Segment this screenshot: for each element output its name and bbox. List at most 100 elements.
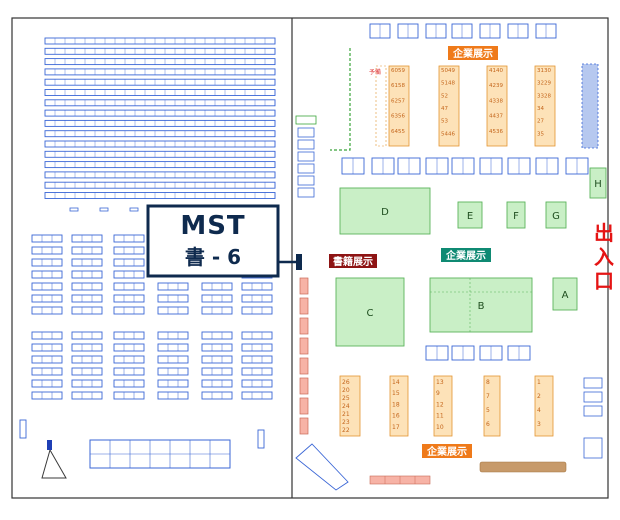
seat-block (31, 234, 63, 243)
book-booth (299, 317, 309, 335)
seat-block (31, 379, 63, 388)
exit-entrance-label: 出 入 口 (594, 221, 614, 293)
zone-c-area (335, 277, 405, 347)
seat-block (71, 331, 103, 340)
zone-a: A (552, 277, 578, 311)
seat-block (31, 294, 63, 303)
booth-number: 20 (342, 387, 350, 394)
seat-block (71, 379, 103, 388)
partition-line (330, 48, 351, 151)
zone-d-area (339, 187, 431, 235)
book-booth (299, 397, 309, 415)
booth-number: 3229 (537, 81, 551, 87)
book-booth (299, 277, 309, 295)
side-seat (583, 391, 603, 403)
seat-block (241, 294, 273, 303)
seat-block (241, 306, 273, 315)
partition-marker (295, 115, 317, 125)
seat-block (241, 391, 273, 400)
book-booth (299, 337, 309, 355)
seat-block (241, 367, 273, 376)
seat-block (31, 258, 63, 267)
booth-number: 4140 (489, 68, 503, 74)
book-booth (299, 417, 309, 435)
seat-block (201, 355, 233, 364)
booth-number: 23 (342, 419, 350, 426)
seat-block (157, 331, 189, 340)
zone-a-area (552, 277, 578, 311)
booth-column-frame (433, 375, 453, 437)
seat-marker (69, 207, 79, 212)
side-booth (297, 151, 315, 162)
booth-number: 9 (436, 390, 440, 397)
booth-number: 35 (537, 131, 544, 137)
seat-block (157, 343, 189, 352)
seat-block (241, 379, 273, 388)
seat-block (113, 306, 145, 315)
booth-column-frame (534, 375, 554, 437)
seat-block (113, 294, 145, 303)
side-seat (19, 419, 27, 439)
seat-block (157, 306, 189, 315)
zone-f-label: F (513, 211, 519, 222)
seat-block (71, 343, 103, 352)
corporate-exhibit-label-middle: 企業展示 (441, 248, 491, 262)
seat-block (157, 282, 189, 291)
booth-number: 3 (537, 421, 541, 428)
booth-column-frame (483, 375, 501, 437)
seat-block (157, 391, 189, 400)
seat-block (71, 246, 103, 255)
booth-number: 34 (537, 106, 544, 112)
side-seat (583, 377, 603, 389)
seat-block (113, 234, 145, 243)
seat-block (113, 391, 145, 400)
booth-number: 17 (392, 424, 400, 431)
side-seat (583, 437, 603, 459)
booth-number: 16 (392, 413, 400, 420)
side-booth (297, 127, 315, 138)
seat-block (157, 294, 189, 303)
mst-callout[interactable]: MST 書 - 6 (146, 204, 302, 278)
exit-char-3: 口 (594, 269, 614, 293)
zone-g-label: G (552, 211, 560, 222)
seat-block (201, 391, 233, 400)
corporate-exhibit-bottom-text: 企業展示 (426, 445, 467, 458)
seat-block (31, 355, 63, 364)
zone-h-area (589, 167, 607, 199)
booth-number: 18 (392, 401, 400, 408)
map-border (11, 17, 609, 499)
booth-column-frame (486, 65, 508, 147)
zone-d-label: D (381, 207, 389, 218)
booth-number: 5 (486, 407, 490, 414)
side-booth (297, 139, 315, 150)
booth-number: 10 (436, 424, 444, 431)
seat-block (71, 270, 103, 279)
booth-number: 6455 (391, 129, 405, 135)
seat-block (201, 306, 233, 315)
zone-b: B (429, 277, 533, 333)
seat-marker (99, 207, 109, 212)
booth-number: 3328 (537, 93, 551, 99)
mst-logo: MST (180, 211, 245, 241)
seat-block (71, 306, 103, 315)
seat-block (113, 331, 145, 340)
seat-block (201, 282, 233, 291)
booth-number: 6257 (391, 98, 405, 104)
booth-column-frame (388, 65, 410, 147)
callout-target-marker (296, 254, 302, 270)
booth-number: 6356 (391, 114, 405, 120)
booth-number: 21 (342, 411, 350, 418)
seat-block (113, 367, 145, 376)
entrance-strip (581, 63, 599, 149)
book-exhibit-label: 書籍展示 (329, 254, 377, 268)
side-seat (257, 429, 265, 449)
zone-c-label: C (367, 308, 374, 319)
seat-block (71, 282, 103, 291)
corporate-exhibit-label-bottom: 企業展示 (422, 444, 472, 458)
seat-block (113, 282, 145, 291)
